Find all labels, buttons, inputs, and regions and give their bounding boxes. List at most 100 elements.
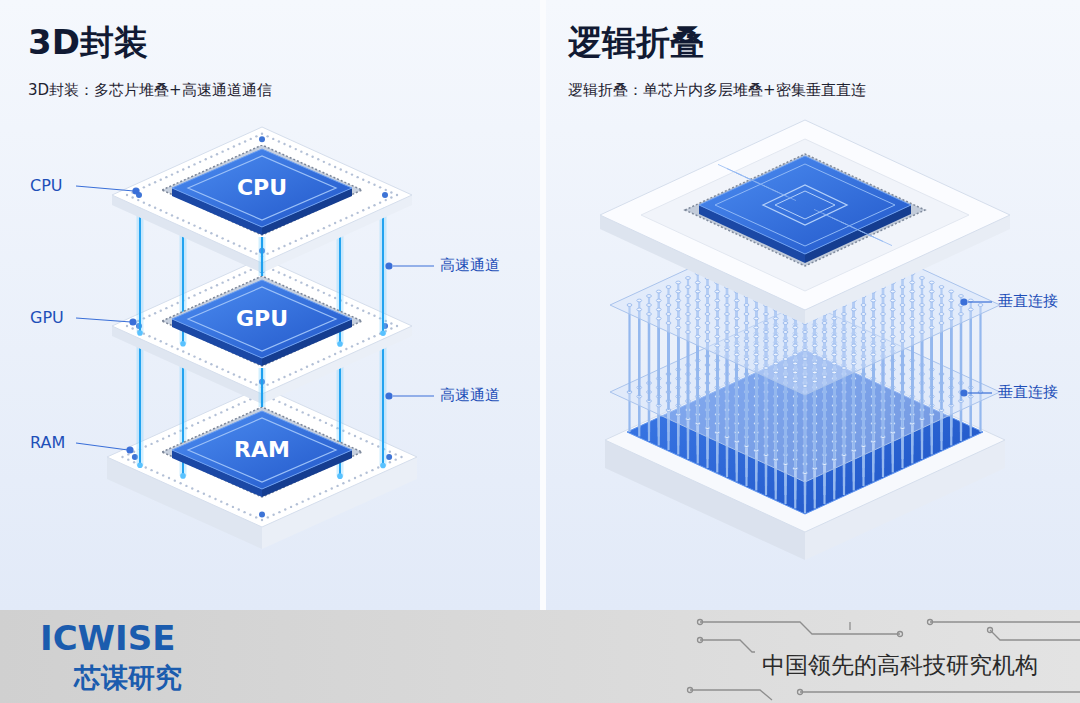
- pillar-cap: [666, 322, 671, 325]
- port-dot: [328, 294, 330, 296]
- pillar-cap: [715, 317, 720, 320]
- pillar-cap: [793, 335, 798, 338]
- pillar-cap: [910, 317, 915, 320]
- port-dot: [199, 292, 201, 294]
- pillar-cap: [773, 362, 778, 365]
- pillar-cap: [822, 322, 827, 325]
- pillar-cap: [666, 304, 671, 307]
- channel-end: [337, 473, 343, 479]
- port-dot: [400, 456, 402, 458]
- chip-box: GPU: [162, 276, 362, 368]
- panel-subtitle: 逻辑折叠：单芯片内多层堆叠+密集垂直直连: [568, 80, 1058, 100]
- port-dot: [307, 498, 309, 500]
- port-dot: [295, 371, 297, 373]
- port-dot: [354, 477, 356, 479]
- port-dot: [323, 292, 325, 294]
- pillar: [882, 350, 884, 437]
- pillar-cap: [949, 317, 954, 320]
- pillar-cap: [725, 304, 730, 307]
- pillar-cap: [656, 299, 661, 302]
- port-dot: [278, 401, 280, 403]
- circuit-trace: [800, 691, 1080, 692]
- port-dot: [221, 150, 223, 152]
- pillar-cap: [890, 290, 895, 293]
- port-dot: [328, 224, 330, 226]
- port-dot: [389, 451, 391, 453]
- port-dot: [340, 168, 342, 170]
- port-dot: [368, 207, 370, 209]
- pillar-cap: [744, 358, 749, 361]
- port-dot: [179, 482, 181, 484]
- port-dot: [306, 153, 308, 155]
- port-dot: [227, 279, 229, 281]
- port-dot: [127, 453, 129, 455]
- port-dot: [362, 340, 364, 342]
- callout-label: 高速通道: [440, 256, 500, 274]
- pillar: [921, 332, 923, 419]
- channel-connector: [262, 368, 263, 407]
- pillar-cap: [812, 353, 817, 356]
- circuit-trace: [990, 630, 1080, 640]
- port-dot: [238, 376, 240, 378]
- pillar: [658, 319, 660, 406]
- panel-ground: [0, 0, 540, 610]
- chip-rim: [162, 145, 362, 235]
- port-dot: [244, 140, 246, 142]
- port-dot: [171, 214, 173, 216]
- pillar-cap: [968, 308, 973, 311]
- pillar-cap: [939, 286, 944, 289]
- port-dot: [121, 456, 123, 458]
- port-dot: [216, 235, 218, 237]
- pillar-cap: [783, 331, 788, 334]
- pillar-cap: [822, 376, 827, 379]
- pillar: [862, 359, 864, 446]
- logo-text: ICWISE: [40, 618, 175, 659]
- port-dot: [232, 506, 234, 508]
- pillar-cap: [929, 299, 934, 302]
- pillar-cap: [832, 344, 837, 347]
- chip-box: CPU: [162, 145, 362, 237]
- chip-label: GPU: [162, 306, 362, 332]
- pillar-cap: [705, 286, 710, 289]
- pillar-cap: [773, 353, 778, 356]
- port-dot: [278, 247, 280, 249]
- port-dot: [197, 490, 199, 492]
- port-dot: [348, 479, 350, 481]
- port-dot: [278, 378, 280, 380]
- port-dot: [176, 217, 178, 219]
- pillar-cap: [754, 362, 759, 365]
- port-dot: [362, 179, 364, 181]
- port-dot: [193, 294, 195, 296]
- port-dot: [160, 340, 162, 342]
- pillar-cap: [686, 295, 691, 298]
- circuit-pad: [698, 638, 703, 643]
- port-dot: [272, 381, 274, 383]
- pillar-cap: [647, 313, 652, 316]
- chip-rim: [685, 154, 925, 266]
- circuit-pad: [688, 688, 693, 693]
- pillar-cap: [637, 299, 642, 302]
- port-dot: [250, 138, 252, 140]
- footer-band: [0, 610, 1080, 703]
- pillar-cap: [725, 322, 730, 325]
- port-dot: [165, 307, 167, 309]
- port-dot: [295, 148, 297, 150]
- port-dot: [261, 133, 263, 135]
- pillar-cap: [783, 340, 788, 343]
- port-dot: [345, 348, 347, 350]
- pillar-cap: [734, 344, 739, 347]
- pillar-cap: [744, 322, 749, 325]
- port-dot: [233, 373, 235, 375]
- port-dot: [306, 366, 308, 368]
- leader-dot: [130, 319, 136, 325]
- port-dot: [156, 440, 158, 442]
- port-dot: [290, 406, 292, 408]
- port-dot: [394, 453, 396, 455]
- port-dot: [176, 302, 178, 304]
- circuit-trace: [868, 235, 892, 246]
- port-dot: [290, 506, 292, 508]
- pillar-cap: [803, 376, 808, 379]
- pillar: [736, 355, 738, 442]
- circuit-pad: [698, 620, 703, 625]
